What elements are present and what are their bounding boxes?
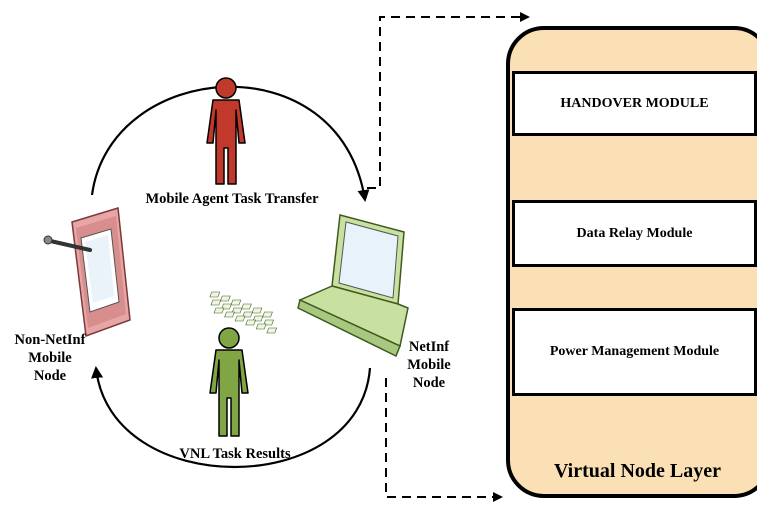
data-relay-module-label: Data Relay Module bbox=[576, 225, 693, 241]
top-arc-label: Mobile Agent Task Transfer bbox=[145, 191, 319, 207]
person-icon bbox=[209, 327, 249, 437]
laptop-icon bbox=[209, 214, 409, 358]
data-relay-module-box: Data Relay Module bbox=[512, 200, 757, 267]
dashed-connector-bottom bbox=[385, 378, 493, 498]
dashed-connector-top bbox=[367, 16, 520, 189]
power-management-module-label: Power Management Module bbox=[549, 344, 720, 359]
handover-module-box: HANDOVER MODULE bbox=[512, 71, 757, 136]
tablet-icon bbox=[43, 207, 131, 338]
non-netinf-node-label: Non-NetInf Mobile Node bbox=[14, 332, 86, 384]
dashed-arrow-top-head bbox=[520, 12, 530, 22]
bottom-results-arc bbox=[91, 366, 372, 468]
power-management-module-box: Power Management Module bbox=[512, 308, 757, 396]
person-icon bbox=[206, 77, 246, 185]
virtual-node-layer-title: Virtual Node Layer bbox=[553, 460, 721, 482]
netinf-node-label: NetInf Mobile Node bbox=[407, 339, 451, 391]
handover-module-label: HANDOVER MODULE bbox=[560, 95, 709, 111]
bottom-arc-label: VNL Task Results bbox=[179, 446, 291, 462]
dashed-arrow-bottom-head bbox=[493, 492, 503, 502]
